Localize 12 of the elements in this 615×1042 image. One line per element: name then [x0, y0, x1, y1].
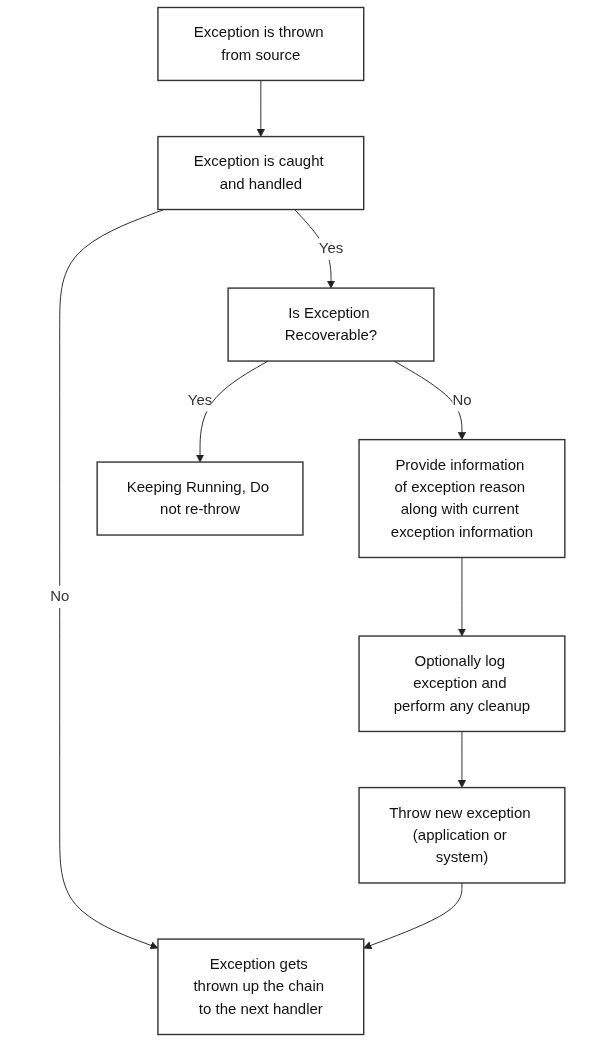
node-box: Keeping Running, Do not re-throw	[96, 461, 304, 536]
edge-label: No	[452, 391, 472, 408]
node-box: Provide information of exception reason along with current exception information	[358, 438, 566, 559]
node-box: Exception is caught and handled	[157, 135, 365, 211]
edge-label: No	[50, 588, 70, 605]
node-box: Throw new exception (application or system)	[358, 786, 566, 884]
node-box: Is Exception Recoverable?	[227, 287, 435, 362]
node-box: Optionally log exception and perform any cleanup	[358, 635, 566, 733]
node-box: Exception gets thrown up the chain to the next handler	[157, 938, 365, 1036]
edge-label: Yes	[318, 240, 344, 257]
edge-label: Yes	[187, 391, 213, 408]
node-box: Exception is thrown from source	[157, 6, 365, 82]
